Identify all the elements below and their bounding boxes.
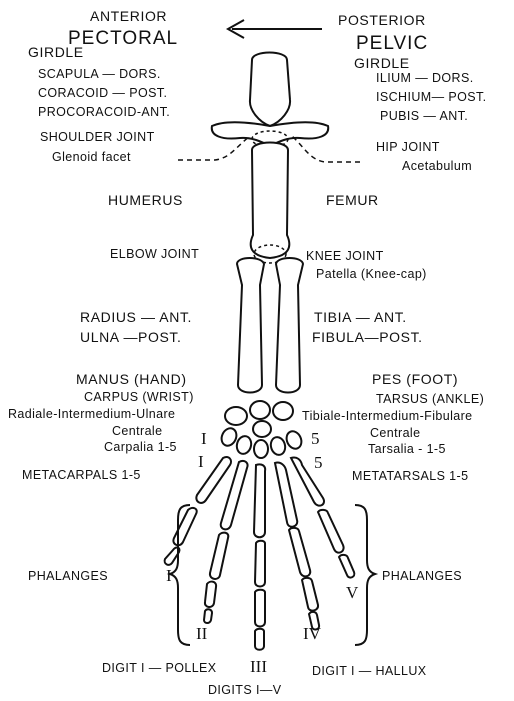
humerus-label: HUMERUS: [108, 192, 183, 208]
procoracoid-label: PROCORACOID-ANT.: [38, 105, 170, 119]
pectoral-label: PECTORAL: [68, 28, 178, 49]
tarsus-label: TARSUS (ANKLE): [376, 392, 484, 406]
coracoid-label: CORACOID — POST.: [38, 86, 167, 100]
numeral-5-mid: 5: [314, 453, 323, 472]
metacarpal-bones: [196, 457, 324, 537]
hip-joint-label: HIP JOINT: [376, 140, 440, 154]
carpus-label: CARPUS (WRIST): [84, 390, 194, 404]
digits-label: DIGITS I—V: [208, 683, 282, 697]
tibia-label: TIBIA — ANT.: [314, 309, 407, 325]
radius-label: RADIUS — ANT.: [80, 309, 192, 325]
radiale-label: Radiale-Intermedium-Ulnare: [8, 407, 175, 421]
ilium-scapula-blade: [250, 53, 290, 127]
ischium-label: ISCHIUM— POST.: [376, 90, 486, 104]
digit-pollex-label: DIGIT I — POLLEX: [102, 661, 217, 675]
acetabulum-label: Acetabulum: [402, 159, 472, 173]
girdle-bones: [212, 53, 328, 148]
tibiale-label: Tibiale-Intermedium-Fibulare: [302, 409, 473, 423]
pelvic-girdle-label: GIRDLE: [354, 55, 410, 71]
pectoral-girdle-label: GIRDLE: [28, 44, 84, 60]
direction-arrow: [228, 20, 322, 38]
pes-label: PES (FOOT): [372, 371, 458, 387]
right-centrale-label: Centrale: [370, 426, 420, 440]
posterior-label: POSTERIOR: [338, 12, 426, 28]
glenoid-facet-label: Glenoid facet: [52, 150, 131, 164]
numeral-phalanx-IV: IV: [303, 624, 322, 643]
right-phalanges-label: PHALANGES: [382, 569, 462, 583]
radius-tibia-bone: [237, 258, 264, 393]
patella-label: Patella (Knee-cap): [316, 267, 427, 281]
elbow-joint-label: ELBOW JOINT: [110, 247, 199, 261]
metatarsals-label: METATARSALS 1-5: [352, 469, 468, 483]
ulna-label: ULNA —POST.: [80, 329, 182, 345]
carpal-tarsal-bones: [219, 401, 304, 458]
shoulder-joint-label: SHOULDER JOINT: [40, 130, 155, 144]
hip-joint-pointer: [292, 136, 360, 162]
numeral-1-mid: I: [198, 452, 204, 471]
pelvic-label: PELVIC: [356, 33, 428, 54]
humerus-femur-bone: [251, 143, 290, 259]
knee-joint-label: KNEE JOINT: [306, 249, 384, 263]
numeral-phalanx-II: II: [196, 624, 208, 643]
manus-label: MANUS (HAND): [76, 371, 187, 387]
numeral-phalanx-I: I: [166, 566, 172, 585]
scapula-label: SCAPULA — DORS.: [38, 67, 161, 81]
numeral-5-top: 5: [311, 429, 320, 448]
ulna-fibula-bone: [276, 258, 303, 393]
numeral-phalanx-III: III: [250, 657, 267, 676]
pubis-label: PUBIS — ANT.: [380, 109, 468, 123]
left-centrale-label: Centrale: [112, 424, 162, 438]
fibula-label: FIBULA—POST.: [312, 329, 423, 345]
ilium-label: ILIUM — DORS.: [376, 71, 474, 85]
anterior-label: ANTERIOR: [90, 8, 167, 24]
femur-label: FEMUR: [326, 192, 379, 208]
numeral-phalanx-V: V: [346, 583, 359, 602]
metacarpals-label: METACARPALS 1-5: [22, 468, 141, 482]
phalanges-right-bracket: [355, 505, 375, 645]
numeral-1-top: I: [201, 429, 207, 448]
left-phalanges-label: PHALANGES: [28, 569, 108, 583]
tarsalia-label: Tarsalia - 1-5: [368, 442, 446, 456]
digit-hallux-label: DIGIT I — HALLUX: [312, 664, 427, 678]
carpalia-label: Carpalia 1-5: [104, 440, 177, 454]
shoulder-joint-pointer: [178, 136, 250, 160]
